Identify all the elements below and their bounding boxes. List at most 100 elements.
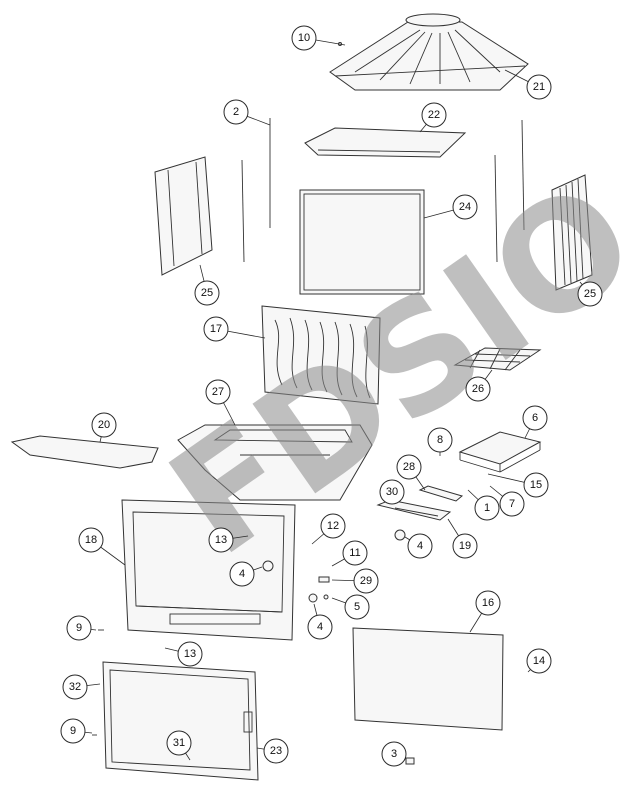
firebox-base-part	[177, 424, 373, 501]
callout-circle	[577, 281, 603, 307]
callout-28: 28	[396, 454, 426, 491]
callout-number: 8	[437, 434, 443, 446]
callout-5: 5	[331, 594, 370, 620]
callout-22: 22	[419, 102, 447, 133]
small-parts	[92, 42, 415, 765]
baffle-part	[10, 435, 159, 469]
callout-circle	[78, 527, 104, 553]
callout-number: 5	[354, 601, 360, 613]
callout-circle	[166, 730, 192, 756]
callout-25: 25	[577, 281, 603, 307]
callout-number: 24	[459, 201, 471, 213]
callout-circle	[427, 427, 453, 453]
callout-11: 11	[331, 540, 368, 567]
callout-9: 9	[66, 615, 97, 641]
callout-circle	[407, 533, 433, 559]
callout-number: 18	[85, 534, 97, 546]
callout-9: 9	[60, 718, 93, 744]
callout-number: 23	[270, 745, 282, 757]
callout-circle	[342, 540, 368, 566]
callout-4: 4	[404, 533, 433, 559]
callout-circle	[353, 568, 379, 594]
callout-number: 4	[239, 568, 245, 580]
callout-13: 13	[208, 527, 249, 553]
callout-20: 20	[91, 412, 117, 443]
callout-number: 29	[360, 575, 372, 587]
callout-19: 19	[447, 518, 478, 559]
callout-circle	[381, 741, 407, 767]
callout-number: 25	[201, 287, 213, 299]
callout-number: 27	[212, 386, 224, 398]
callout-circle	[66, 615, 92, 641]
callout-26: 26	[465, 369, 493, 402]
callout-number: 9	[70, 725, 76, 737]
callout-32: 32	[62, 674, 101, 700]
callout-8: 8	[427, 427, 453, 456]
callout-circle	[452, 533, 478, 559]
callout-number: 10	[298, 32, 310, 44]
callout-14: 14	[526, 648, 552, 674]
callout-circle	[526, 74, 552, 100]
callout-circle	[62, 674, 88, 700]
callout-circle	[291, 25, 317, 51]
callout-circle	[205, 379, 231, 405]
callout-number: 12	[327, 520, 339, 532]
top-plate-part	[304, 127, 467, 158]
callout-circle	[475, 590, 501, 616]
callout-15: 15	[487, 472, 549, 498]
callout-circle	[379, 479, 405, 505]
callout-circle	[465, 376, 491, 402]
callout-circle	[208, 527, 234, 553]
callout-circle	[223, 99, 249, 125]
callout-number: 9	[76, 622, 82, 634]
callout-13: 13	[164, 641, 203, 667]
callout-number: 4	[317, 621, 323, 633]
callout-number: 21	[533, 81, 545, 93]
callout-number: 2	[233, 106, 239, 118]
callout-2: 2	[223, 99, 271, 126]
callout-circle	[499, 491, 525, 517]
door-part	[102, 661, 259, 781]
callout-number: 19	[459, 540, 471, 552]
callout-3: 3	[381, 741, 407, 767]
callout-number: 7	[509, 498, 515, 510]
ash-tray-part	[458, 431, 542, 473]
left-side-panel-part	[154, 156, 213, 276]
callout-18: 18	[78, 527, 126, 566]
callout-25: 25	[194, 264, 220, 306]
glass-panel-part	[352, 627, 504, 731]
callout-number: 26	[472, 383, 484, 395]
flame-panel-part	[261, 305, 381, 405]
callout-number: 15	[530, 479, 542, 491]
right-side-panel-part	[551, 174, 593, 291]
front-frame-part	[121, 499, 296, 641]
callout-circle	[229, 561, 255, 587]
callout-circle	[344, 594, 370, 620]
callout-17: 17	[203, 316, 266, 342]
callout-number: 1	[484, 502, 490, 514]
callout-30: 30	[379, 479, 405, 505]
callout-number: 22	[428, 109, 440, 121]
callout-circle	[177, 641, 203, 667]
callout-number: 13	[184, 648, 196, 660]
callout-circle	[203, 316, 229, 342]
callout-number: 20	[98, 419, 110, 431]
callout-number: 25	[584, 288, 596, 300]
callout-16: 16	[469, 590, 501, 633]
back-panel-part	[299, 189, 425, 295]
callout-21: 21	[504, 69, 552, 100]
callout-circle	[523, 472, 549, 498]
callout-circle	[522, 405, 548, 431]
callout-number: 11	[349, 547, 360, 559]
callout-circle	[320, 513, 346, 539]
callout-circle	[307, 614, 333, 640]
callout-circle	[452, 194, 478, 220]
grate-part	[453, 347, 542, 371]
callout-4: 4	[307, 603, 333, 640]
callout-31: 31	[166, 730, 192, 761]
callout-1: 1	[467, 489, 500, 521]
callout-number: 3	[391, 748, 397, 760]
callout-12: 12	[311, 513, 346, 545]
callout-27: 27	[205, 379, 236, 426]
